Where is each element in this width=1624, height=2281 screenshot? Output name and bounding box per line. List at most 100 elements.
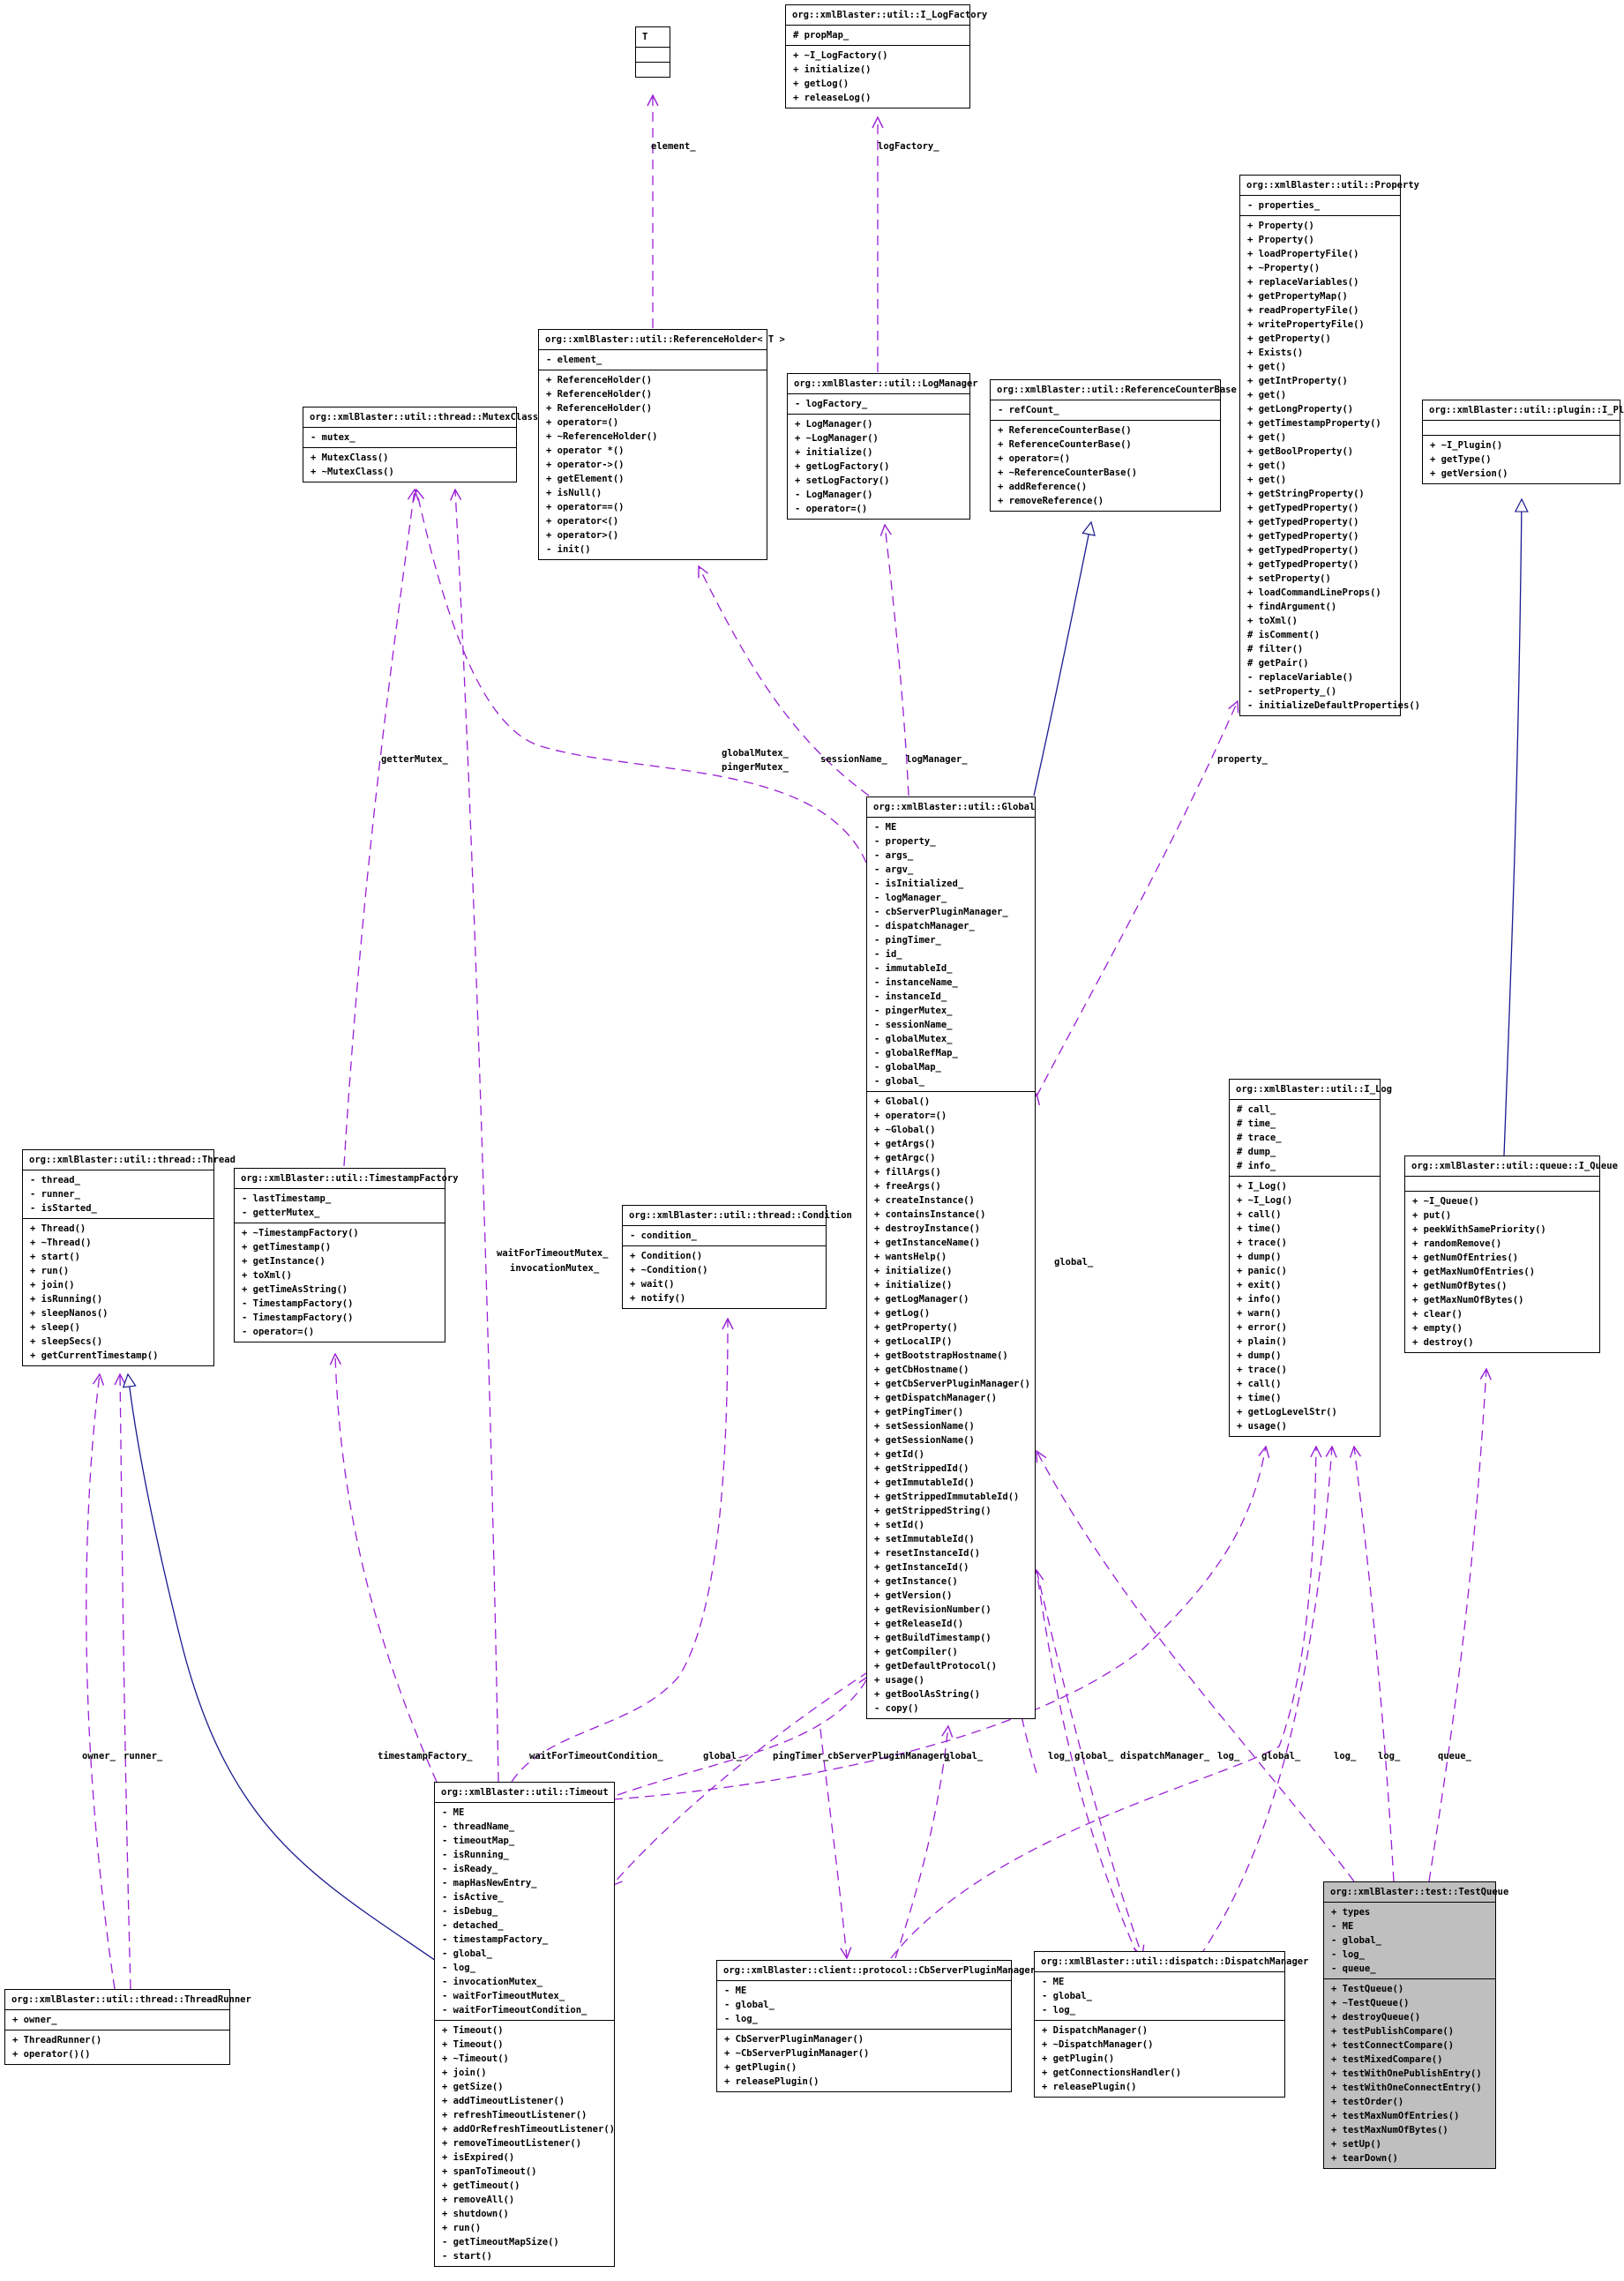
method: + initialize() [795,447,873,458]
attributes-section: - properties_ [1240,195,1400,215]
method: + empty() [1412,1323,1463,1334]
method: + getLogManager() [874,1294,969,1305]
class-box-i-log-factory[interactable]: org::xmlBlaster::util::I_LogFactory# pro… [785,4,987,108]
method: + ReferenceCounterBase() [998,425,1132,436]
method: + fillArgs() [874,1167,941,1178]
method: + getLongProperty() [1247,404,1354,415]
edge-label: global_ [703,1751,743,1761]
method: + operator==() [546,502,625,512]
method: - setProperty_() [1247,686,1337,697]
method: + get() [1247,362,1287,372]
method: + ReferenceHolder() [546,389,653,400]
method: + getStrippedImmutableId() [874,1492,1020,1502]
edge-label: log_ [1217,1751,1240,1761]
attribute: - threadName_ [442,1821,515,1832]
attributes-section: - ME- global_- log_ [717,1980,1011,2029]
class-box-reference-holder[interactable]: org::xmlBlaster::util::ReferenceHolder< … [538,329,785,560]
method: - initializeDefaultProperties() [1247,700,1420,711]
attributes-section: # propMap_ [786,25,969,45]
method: + operator=() [874,1111,947,1121]
method: + getDispatchManager() [874,1393,998,1403]
method: + getProperty() [874,1322,958,1333]
class-box-mutex-class[interactable]: org::xmlBlaster::util::thread::MutexClas… [303,407,538,482]
method: + getConnectionsHandler() [1042,2068,1182,2078]
attributes-section: - ME- threadName_- timeoutMap_- isRunnin… [435,1802,614,2020]
class-box-thread[interactable]: org::xmlBlaster::util::thread::Thread- t… [22,1149,236,1366]
method: + removeTimeoutListener() [442,2138,582,2149]
method: + operator>() [546,530,619,541]
edge-label: global_ [1261,1751,1301,1761]
method: + ~DispatchManager() [1042,2039,1154,2050]
class-name: org::xmlBlaster::util::ReferenceHolder< … [545,334,785,345]
method: + getBoolAsString() [874,1689,981,1700]
class-box-condition[interactable]: org::xmlBlaster::util::thread::Condition… [622,1205,852,1309]
method: - operator=() [242,1327,315,1337]
attribute: - logFactory_ [795,399,868,409]
method: + isNull() [546,488,602,498]
edge-label: globalMutex_ [722,748,789,759]
edge-label: log_ [1048,1751,1071,1761]
edge-global-t [617,1676,869,1796]
attribute: - pingTimer_ [874,935,941,946]
class-box-cb-server-plugin-manager[interactable]: org::xmlBlaster::client::protocol::CbSer… [716,1960,1036,2092]
attribute: - args_ [874,850,914,861]
method: + usage() [1237,1421,1287,1432]
class-box-template-param[interactable]: T [635,26,670,78]
class-box-property[interactable]: org::xmlBlaster::util::Property- propert… [1239,175,1420,716]
method: + getStringProperty() [1247,489,1365,499]
class-box-reference-counter-base[interactable]: org::xmlBlaster::util::ReferenceCounterB… [990,379,1237,512]
method: + getRevisionNumber() [874,1604,992,1615]
attribute: - isReady_ [442,1864,498,1874]
class-box-dispatch-manager[interactable]: org::xmlBlaster::util::dispatch::Dispatc… [1034,1951,1308,2098]
attribute: - detached_ [442,1920,504,1931]
class-name: org::xmlBlaster::util::LogManager [794,378,978,389]
methods-section: + Timeout()+ Timeout()+ ~Timeout()+ join… [435,2020,615,2266]
method: + testWithOneConnectEntry() [1331,2083,1482,2093]
method: # getPair() [1247,658,1309,669]
attribute: # trace_ [1237,1133,1282,1143]
method: + getCbServerPluginManager() [874,1379,1031,1389]
method: + clear() [1412,1309,1463,1320]
method: + setId() [874,1520,924,1530]
class-name: org::xmlBlaster::util::thread::ThreadRun… [11,1994,251,2005]
method: + writePropertyFile() [1247,319,1365,330]
class-box-timeout[interactable]: org::xmlBlaster::util::Timeout- ME- thre… [434,1782,615,2267]
class-box-thread-runner[interactable]: org::xmlBlaster::util::thread::ThreadRun… [4,1989,251,2065]
edge-tsfactory [335,1354,438,1783]
edge-inherit-iplugin [1503,499,1522,1156]
method: - replaceVariable() [1247,672,1354,683]
class-box-i-plugin[interactable]: org::xmlBlaster::util::plugin::I_Plugin+… [1422,400,1624,484]
edge-label: sessionName_ [820,754,887,765]
attribute: - globalMap_ [874,1062,941,1073]
method: + getCurrentTimestamp() [30,1350,159,1361]
methods-section: + ReferenceHolder()+ ReferenceHolder()+ … [539,370,767,559]
edge-inherit-refcounter [1033,522,1091,796]
class-box-test-queue[interactable]: org::xmlBlaster::test::TestQueue+ types-… [1323,1881,1508,2169]
method: + getBoolProperty() [1247,446,1354,457]
edge-log-t [612,1447,1266,1800]
attributes-section: - logFactory_ [788,393,969,414]
class-box-i-queue[interactable]: org::xmlBlaster::util::queue::I_Queue+ ~… [1404,1155,1618,1353]
method: + getNumOfEntries() [1412,1253,1519,1263]
attribute: - waitForTimeoutMutex_ [442,1991,565,2001]
attribute: - cbServerPluginManager_ [874,907,1008,917]
method: + getTypedProperty() [1247,559,1359,570]
class-box-global[interactable]: org::xmlBlaster::util::Global- ME- prope… [866,796,1036,1719]
class-box-i-log[interactable]: org::xmlBlaster::util::I_Log# call_# tim… [1229,1079,1392,1437]
methods-section: + Property()+ Property()+ loadPropertyFi… [1240,215,1420,715]
edge-dispatchmgr [1036,1569,1142,1956]
method: + getPropertyMap() [1247,291,1348,302]
class-name: org::xmlBlaster::util::thread::Thread [29,1155,236,1165]
method: + operator<() [546,516,619,527]
method: + trace() [1237,1238,1287,1248]
edge-label: global_ [1054,1257,1094,1268]
edge-waitmutex [455,490,499,1783]
method: + addTimeoutListener() [442,2096,565,2106]
method: + getTimeout() [442,2180,520,2191]
attribute: - instanceId_ [874,991,947,1002]
class-box-log-manager[interactable]: org::xmlBlaster::util::LogManager- logFa… [787,373,978,520]
edge-label: global_ [1074,1751,1114,1761]
method: + ~TestQueue() [1331,1998,1410,2008]
class-name: org::xmlBlaster::util::Property [1246,180,1419,191]
class-box-timestamp-factory[interactable]: org::xmlBlaster::util::TimestampFactory-… [234,1168,459,1342]
